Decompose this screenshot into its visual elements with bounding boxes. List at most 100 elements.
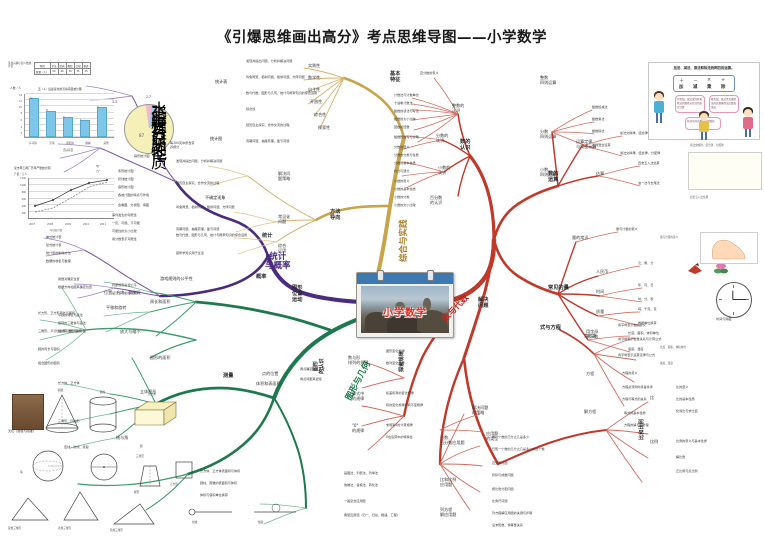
node-op-dec[interactable]: 小数 四则运算 — [540, 167, 557, 177]
bar-xtick: 羽毛球 — [66, 142, 74, 145]
table-cell: 35 — [73, 68, 83, 75]
line-legend-b: 乙厂 — [96, 170, 101, 173]
node-alg-solve[interactable]: 解决 问题 — [478, 297, 489, 309]
leaf-sfr-0: 求一个数的几分之几是多少 — [492, 435, 530, 439]
node-num-fraction[interactable]: 分数的 认识 — [436, 133, 449, 143]
operations-panel-illustration: 加法、减法、乘法和除法统称四则运算。 ＋ － × ÷ 加 减 乘 除 只有加、减… — [648, 62, 760, 140]
node-op-fra[interactable]: 分数 四则运算 — [540, 129, 557, 139]
node-practice-strategy[interactable]: 解决问 题策略 — [278, 171, 291, 181]
node-ratio-bi[interactable]: 比 — [650, 395, 655, 400]
node-shape-3d[interactable]: 立体图形 — [140, 389, 157, 394]
node-solve-fraction[interactable]: 分数、 百分数应用题 — [440, 435, 465, 445]
op-symbol-mul: × — [707, 77, 712, 83]
bar-xtick: 其他 — [103, 142, 109, 145]
node-prob-fair[interactable]: 游戏规则的公平性 — [160, 276, 193, 281]
node-practice-method[interactable]: 方法 导向 — [330, 209, 341, 221]
pagoda-caption: 天坛（圆柱与圆锥） — [8, 429, 36, 433]
leaf-meamass-1: 质量单位换算 — [638, 321, 657, 325]
node-mea-mass[interactable]: 质量 — [596, 309, 605, 314]
node-pat-shape[interactable]: 数与形 排列的规律 — [348, 355, 369, 365]
bar-value: 12 — [29, 97, 33, 101]
leaf-eqsol-0: 等式的基本性质 — [624, 411, 646, 415]
bar-chart-illustration: 人数／人 五（1）班最喜欢的活动项目统计图 12 8 6 5 9 14 12 1… — [10, 86, 116, 152]
segment-label: 线段 — [258, 521, 264, 524]
node-prob-uncertain[interactable]: 不确定现象 — [205, 195, 226, 200]
node-practice-basic[interactable]: 基本 特征 — [390, 71, 401, 83]
node-solve-strategy[interactable]: 解决问题 的策略 — [472, 405, 489, 415]
node-eq-equation[interactable]: 方程 — [586, 371, 595, 376]
node-alg-measures[interactable]: 常见的量 — [548, 285, 569, 291]
leaf-prop-0: 比例的意义与基本性质 — [676, 439, 707, 443]
node-geo-measure[interactable]: 测量 — [223, 373, 234, 379]
bar-ytick: 8 — [20, 112, 22, 115]
leaf-srt-1: 比例尺问题 — [492, 499, 508, 503]
op-symbol-div: ÷ — [721, 77, 726, 83]
node-op-estimate[interactable]: 估算 — [596, 171, 605, 176]
node-statistics-prob[interactable]: 概率 — [256, 274, 267, 280]
acute-triangle-label: 锐角三角形 — [8, 527, 21, 530]
node-op-laws[interactable]: 运算定律 与简便计算 — [576, 139, 597, 149]
node-alg-equations[interactable]: 式与方程 — [540, 325, 561, 331]
node-eq-solve[interactable]: 解方程 — [584, 409, 597, 414]
node-pos-move[interactable]: 平移和旋转 — [106, 305, 127, 310]
node-ratio-prop[interactable]: 比例 — [650, 439, 659, 444]
node-mea-perimeter[interactable]: 周长和面积 — [150, 299, 171, 304]
node-solve-equation[interactable]: 列方程 解应用题 — [440, 507, 457, 517]
pie-legend-label: 糖类 — [151, 115, 168, 158]
node-mea-time[interactable]: 时间 — [596, 289, 605, 294]
leaf-practice-basic-2: 自主性 — [308, 87, 321, 92]
node-op-int[interactable]: 整数 四则运算 — [540, 75, 557, 85]
node-alg-numbers[interactable]: 数的 认识 — [460, 139, 471, 151]
node-practice-common[interactable]: 常见化 问题 — [278, 214, 291, 224]
node-stat-table[interactable]: 统计表 — [215, 79, 228, 84]
right-note-3: 量与计量的意义 — [660, 236, 679, 239]
node-alg-operations[interactable]: 数的 运算 — [548, 171, 559, 183]
node-shape-line[interactable]: 线与角 — [116, 435, 129, 440]
fraction-example-panel — [688, 152, 762, 190]
node-mea-common[interactable]: 量的常识 — [572, 235, 589, 240]
leaf-opint-2: 整数除法 — [592, 129, 605, 133]
leaf-meamoney-0: 元、角、分 — [638, 261, 654, 265]
node-statistics-stat[interactable]: 统计 — [262, 233, 273, 239]
node-mea-other[interactable]: 其他量 — [584, 333, 597, 338]
node-solve-ratio[interactable]: 比和比例 应用题 — [440, 477, 457, 487]
leaf-stat-table-0: 单式统计表 — [46, 235, 62, 239]
node-mea-volume[interactable]: 体积和表面积 — [256, 381, 281, 386]
line-chart-yunit: 产量／万人 — [14, 173, 27, 176]
branch-label-practice[interactable]: 综合与实践 — [399, 219, 409, 262]
pie-slice-pct-4: 2.7 — [146, 95, 151, 99]
leaf-pmov-2: 轴对称图形与对称轴 — [58, 329, 86, 333]
node-pos-dir[interactable]: 位置、方向、比例尺 — [104, 290, 141, 295]
leaf-sty-0: 一般复合应用题 — [344, 499, 366, 503]
leaf-pdir-0: 用数对确定位置 — [58, 277, 80, 281]
node-pos-scale[interactable]: 放大与缩小 — [120, 329, 141, 334]
node-num-integer[interactable]: 整数的 认识 — [452, 103, 465, 113]
node-practice-apply[interactable]: 综合 运用 — [278, 243, 287, 253]
pie-legend-label: 水分 — [151, 100, 168, 143]
node-shape-point[interactable]: 点的位置 — [262, 371, 279, 376]
leaf-sst-1: 倒推法、替换法、转化法 — [344, 483, 379, 487]
leaf-int-3: 整数的大小比较 — [394, 117, 416, 121]
right-note-2: 四舍五入法估算 — [690, 196, 709, 199]
leaf-fra-1: 分数的分类与性质 — [394, 153, 419, 157]
node-mea-area[interactable]: 图形的面积 — [150, 355, 171, 360]
node-eq-letters[interactable]: 用字母 表示数 — [586, 329, 599, 339]
calendar-ring-right — [427, 270, 434, 281]
cuboid-label: 长方体 — [148, 393, 156, 396]
table-cell: 30 — [65, 68, 75, 75]
node-solve-types[interactable]: 应用题 的类型 — [486, 431, 499, 441]
node-num-decimal[interactable]: 小数的 认识 — [438, 165, 451, 175]
obtuse-triangle-figure — [112, 503, 155, 525]
node-num-percent[interactable]: 百分数 的认识 — [430, 195, 443, 205]
acute-triangle-figure — [11, 497, 49, 521]
node-geo-position[interactable]: 图形 位置 运动 — [292, 285, 303, 303]
leaf-practice-common-0: 鸡兔同笼、植树问题、烙饼问题、方阵问题 — [176, 205, 235, 209]
leaf-int-5: 整数的改写与省略 — [394, 135, 419, 139]
branch-label-statistics[interactable]: 统计 与概率 — [265, 252, 291, 272]
node-mea-money[interactable]: 人民币 — [596, 269, 609, 274]
leaf-srt-0: 按比例分配问题 — [492, 487, 514, 491]
node-pat-formula[interactable]: 算式中 的规律 — [352, 391, 365, 401]
node-stat-graph[interactable]: 统计图 — [210, 136, 223, 141]
node-pat-zero[interactable]: "0" 的规律 — [352, 423, 365, 433]
